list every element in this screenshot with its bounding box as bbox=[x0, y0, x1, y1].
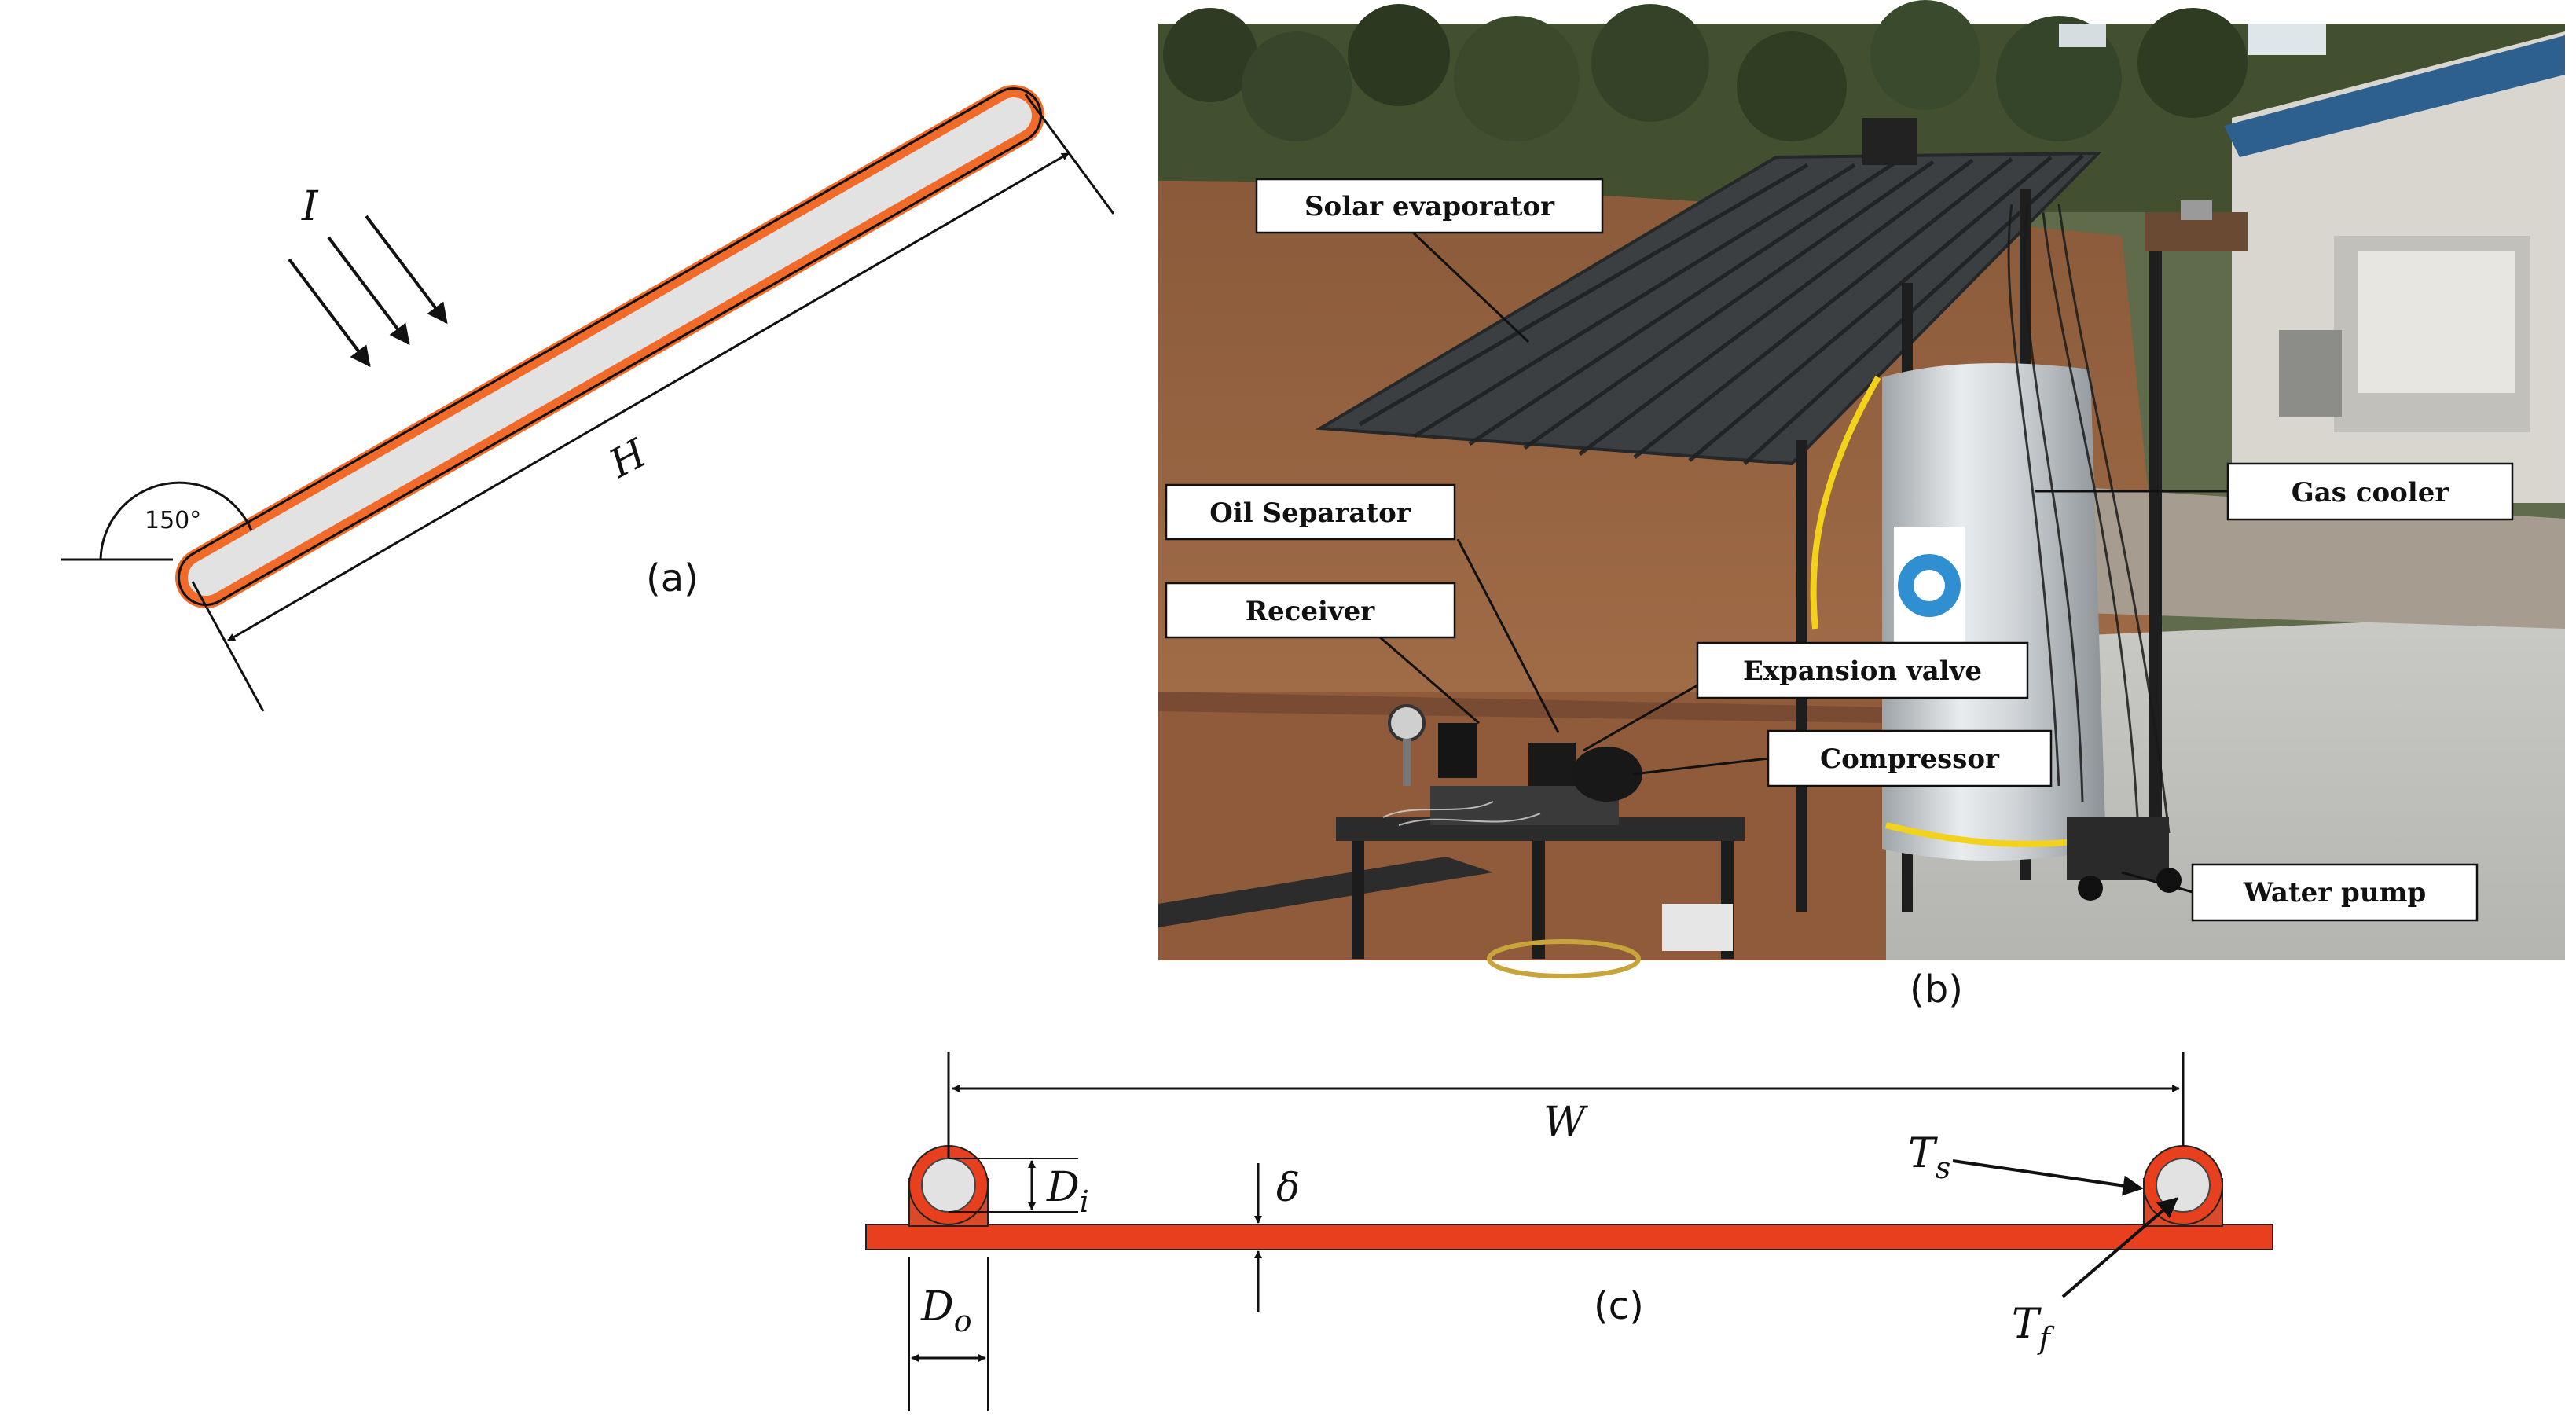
left-tube-bore bbox=[921, 1158, 976, 1213]
extension-line-top bbox=[1024, 94, 1115, 215]
panel-c: W Di Do δ Ts Tf (c) bbox=[865, 1052, 2273, 1411]
irradiance-symbol: I bbox=[301, 183, 319, 230]
inner-diameter-label: Di bbox=[1046, 1164, 1089, 1219]
irradiance-arrow-3 bbox=[365, 215, 448, 325]
surface-temp-subscript: s bbox=[1936, 1151, 1951, 1185]
length-symbol: H bbox=[601, 430, 655, 487]
width-symbol: W bbox=[1543, 1099, 1588, 1146]
outer-diameter-subscript: o bbox=[954, 1304, 972, 1338]
callout-solar-evaporator-label: Solar evaporator bbox=[1305, 191, 1555, 222]
extension-line-bottom bbox=[191, 581, 265, 712]
surface-temp-symbol: T bbox=[1908, 1130, 1938, 1177]
callout-water-pump: Water pump bbox=[2121, 863, 2479, 922]
fluid-temp-subscript: f bbox=[2037, 1321, 2055, 1356]
irradiance-arrow-2 bbox=[327, 236, 410, 346]
callout-solar-evaporator: Solar evaporator bbox=[1255, 178, 1604, 343]
absorber-plate bbox=[865, 1224, 2273, 1250]
callout-gas-cooler: Gas cooler bbox=[2035, 462, 2514, 521]
collector-inner bbox=[188, 97, 1032, 596]
panel-c-label: (c) bbox=[1594, 1284, 1644, 1328]
callout-compressor-label: Compressor bbox=[1820, 743, 2000, 775]
tilt-angle-arc bbox=[99, 481, 253, 560]
callout-oil-separator: Oil Separator bbox=[1165, 483, 1560, 733]
callout-expansion-valve-label: Expansion valve bbox=[1743, 655, 1982, 687]
fluid-temp-arrow bbox=[2061, 1197, 2178, 1298]
outer-diameter-label: Do bbox=[920, 1283, 972, 1338]
surface-temp-label: Ts bbox=[1908, 1130, 1950, 1185]
panel-a-label: (a) bbox=[646, 556, 699, 600]
inner-diameter-subscript: i bbox=[1080, 1184, 1089, 1219]
callout-gas-cooler-label: Gas cooler bbox=[2292, 477, 2450, 508]
irradiance-arrow-1 bbox=[288, 258, 371, 368]
inner-diameter-symbol: D bbox=[1046, 1164, 1080, 1211]
surface-temp-arrow bbox=[1952, 1159, 2144, 1196]
callout-compressor: Compressor bbox=[1632, 729, 2053, 787]
thickness-symbol: δ bbox=[1276, 1165, 1300, 1210]
callout-receiver-label: Receiver bbox=[1246, 596, 1376, 627]
callout-receiver: Receiver bbox=[1165, 582, 1480, 725]
panel-b-label: (b) bbox=[1910, 967, 1963, 1011]
callout-water-pump-label: Water pump bbox=[2243, 877, 2427, 909]
tilt-angle-label: 150° bbox=[145, 507, 201, 534]
panel-b: Solar evaporator Oil Separator Receiver … bbox=[1158, 0, 2565, 1011]
fluid-temp-symbol: T bbox=[2012, 1301, 2042, 1348]
fluid-temp-label: Tf bbox=[2012, 1301, 2055, 1356]
panel-a: H I 150° (a) bbox=[61, 85, 1115, 712]
photo-experimental-setup bbox=[1158, 0, 2565, 978]
length-dimension-line bbox=[227, 152, 1070, 642]
outer-diameter-symbol: D bbox=[920, 1283, 954, 1331]
right-tube-bore bbox=[2156, 1158, 2211, 1213]
callout-oil-separator-label: Oil Separator bbox=[1209, 497, 1411, 529]
callout-expansion-valve: Expansion valve bbox=[1583, 641, 2029, 752]
